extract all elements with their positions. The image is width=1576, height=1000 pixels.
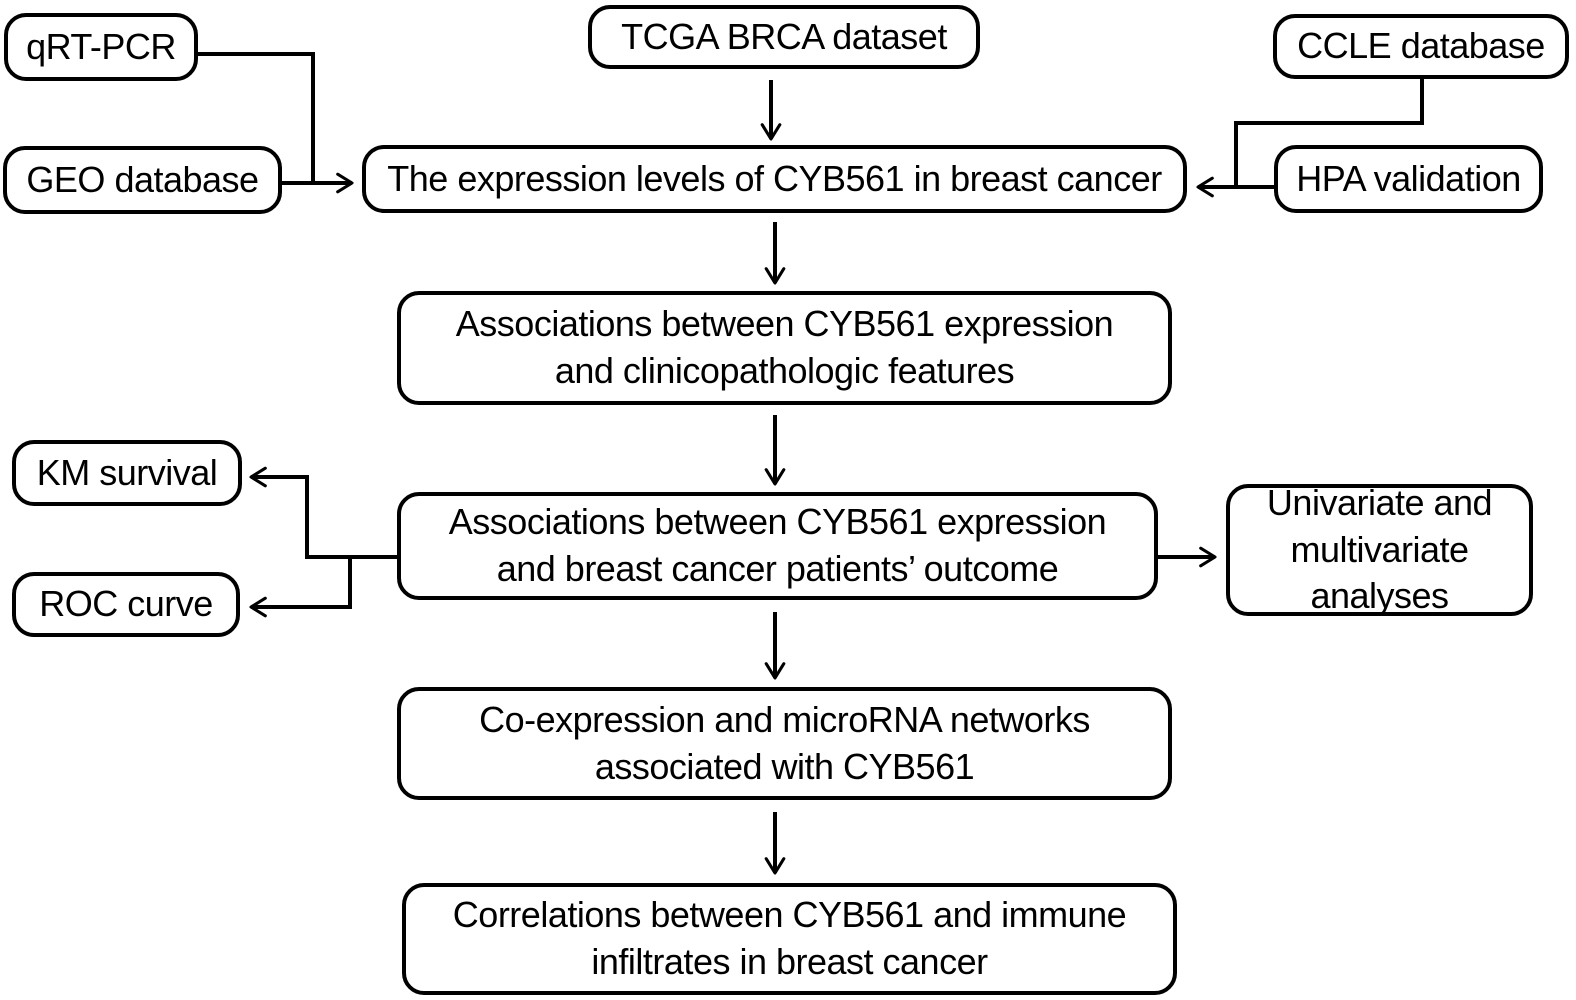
node-expression-levels: The expression levels of CYB561 in breas… [362,145,1187,213]
edge-qrt-pcr-elbow [198,52,315,183]
node-roc-curve: ROC curve [12,572,240,637]
edge-outcome-to-km [249,466,397,559]
node-patients-outcome: Associations between CYB561 expression a… [397,492,1158,600]
edge-outcome-to-roc [249,555,352,618]
node-ccle-database: CCLE database [1273,14,1569,79]
node-immune-infiltrates: Correlations between CYB561 and immune i… [402,883,1177,995]
node-coexpression-networks: Co-expression and microRNA networks asso… [397,687,1172,800]
node-qrt-pcr: qRT-PCR [4,13,198,81]
edge-ccle-elbow [1234,79,1424,187]
node-km-survival: KM survival [12,440,242,506]
node-tcga-brca-dataset: TCGA BRCA dataset [588,5,980,69]
node-clinicopathologic-features: Associations between CYB561 expression a… [397,291,1172,405]
node-hpa-validation: HPA validation [1274,145,1543,213]
node-geo-database: GEO database [3,146,282,214]
node-univariate-multivariate: Univariate and multivariate analyses [1226,482,1533,616]
